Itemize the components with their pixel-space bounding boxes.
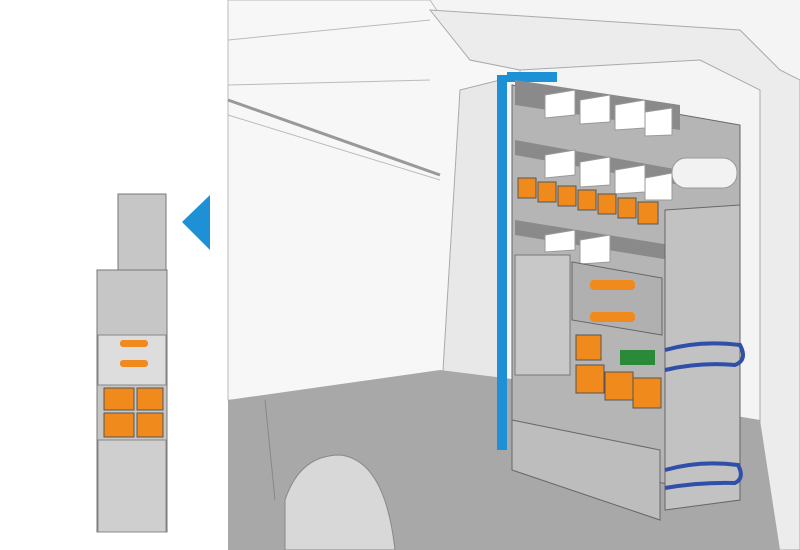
orange-bins-top-row: [517, 177, 659, 225]
blue-handle-upper: [664, 341, 746, 372]
blue-wall-marker: [497, 75, 507, 450]
paper-roll: [671, 157, 738, 189]
blue-handle-lower: [664, 461, 743, 490]
left-arrow-icon: [182, 195, 210, 250]
shelving-unit: [511, 80, 746, 521]
side-view-unit: [96, 193, 168, 533]
blue-wall-marker-top: [507, 72, 557, 82]
orange-cases: [575, 334, 662, 409]
